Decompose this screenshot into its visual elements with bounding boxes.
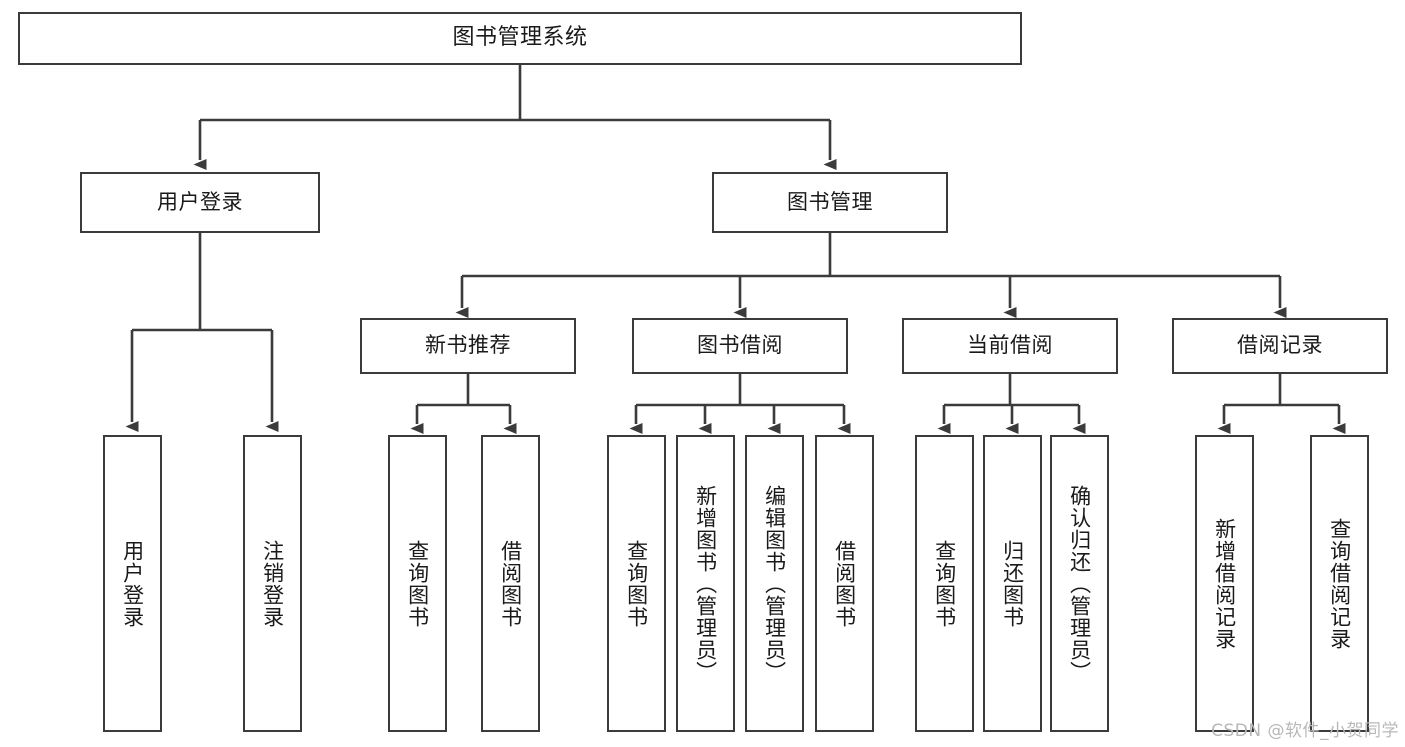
leaf-borrow-book-borrowing[interactable]: 借阅图书	[815, 435, 874, 732]
node-label: 借阅图书	[498, 539, 523, 628]
leaf-user-login[interactable]: 用户登录	[103, 435, 162, 732]
watermark-text: CSDN @软件_小贺同学	[1211, 721, 1399, 741]
node-label: 用户登录	[120, 539, 145, 628]
leaf-query-book-current[interactable]: 查询图书	[915, 435, 974, 732]
node-label: 查询图书	[932, 539, 957, 628]
leaf-borrow-book-recommendation[interactable]: 借阅图书	[481, 435, 540, 732]
node-label: 归还图书	[1000, 539, 1025, 628]
node-label: 用户登录	[157, 189, 243, 214]
node-borrowing-records[interactable]: 借阅记录	[1172, 318, 1388, 374]
node-user-login[interactable]: 用户登录	[80, 172, 320, 233]
node-label: 新增借阅记录	[1212, 517, 1237, 650]
node-label: 图书管理	[787, 189, 873, 214]
leaf-logout[interactable]: 注销登录	[243, 435, 302, 732]
node-label: 当前借阅	[967, 333, 1053, 358]
node-label: 图书借阅	[697, 333, 783, 358]
node-label: 新增图书（管理员）	[693, 484, 718, 683]
node-label: 编辑图书（管理员）	[762, 484, 787, 683]
node-book-borrowing[interactable]: 图书借阅	[632, 318, 848, 374]
node-new-book-recommendation[interactable]: 新书推荐	[360, 318, 576, 374]
node-label: 借阅图书	[832, 539, 857, 628]
leaf-add-book-admin[interactable]: 新增图书（管理员）	[676, 435, 735, 732]
node-book-management[interactable]: 图书管理	[712, 172, 948, 233]
node-label: 注销登录	[260, 539, 285, 628]
leaf-confirm-return-admin[interactable]: 确认归还（管理员）	[1050, 435, 1109, 732]
node-label: 查询图书	[405, 539, 430, 628]
leaf-query-borrowing-record[interactable]: 查询借阅记录	[1310, 435, 1369, 732]
node-label: 新书推荐	[425, 333, 511, 358]
leaf-return-book[interactable]: 归还图书	[983, 435, 1042, 732]
leaf-query-book-recommendation[interactable]: 查询图书	[388, 435, 447, 732]
node-label: 查询图书	[624, 539, 649, 628]
node-current-borrowing[interactable]: 当前借阅	[902, 318, 1118, 374]
node-label: 借阅记录	[1237, 333, 1323, 358]
node-label: 确认归还（管理员）	[1067, 484, 1092, 683]
leaf-edit-book-admin[interactable]: 编辑图书（管理员）	[745, 435, 804, 732]
node-label: 图书管理系统	[452, 25, 588, 51]
leaf-query-book-borrowing[interactable]: 查询图书	[607, 435, 666, 732]
node-label: 查询借阅记录	[1327, 517, 1352, 650]
leaf-add-borrowing-record[interactable]: 新增借阅记录	[1195, 435, 1254, 732]
node-root-book-management-system[interactable]: 图书管理系统	[18, 12, 1022, 65]
